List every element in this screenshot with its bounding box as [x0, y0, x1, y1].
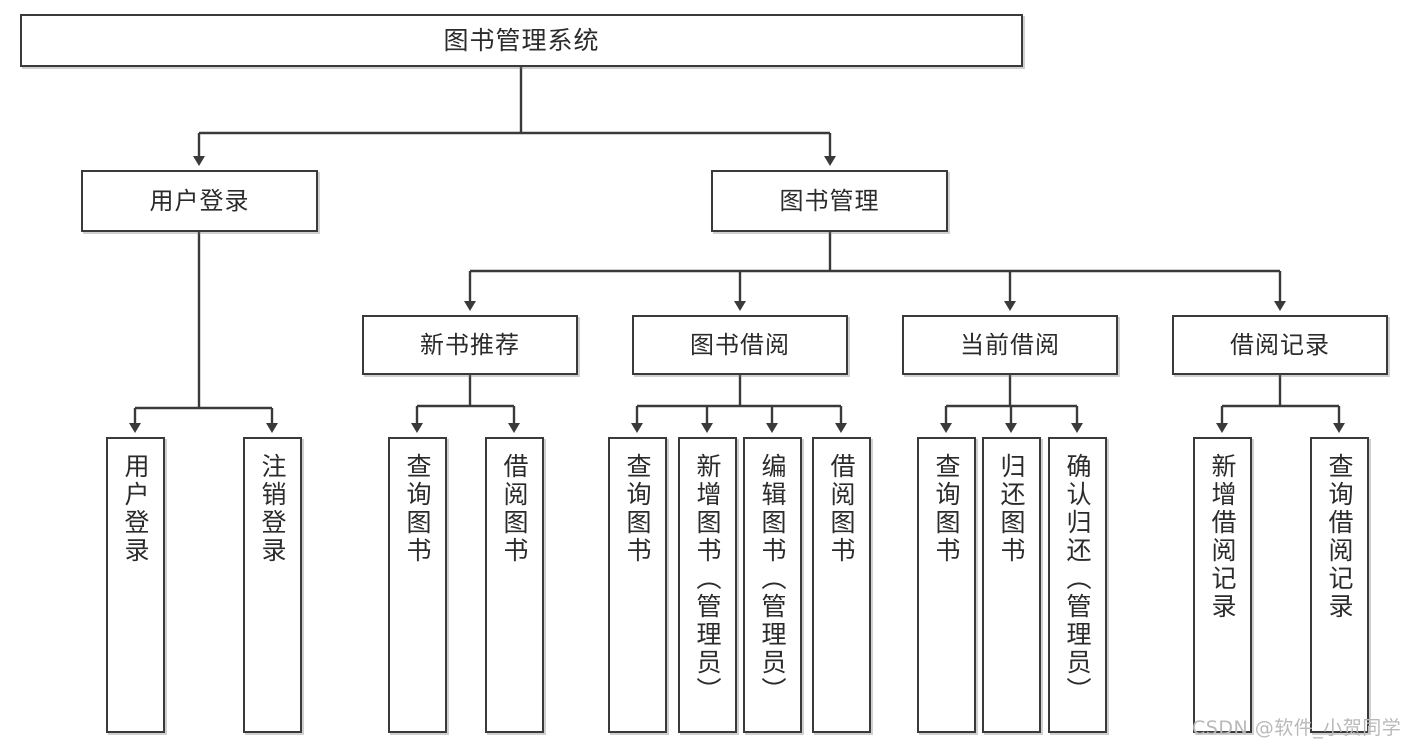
node-leaf-cb-query-book-label: 查询图书: [932, 453, 961, 565]
node-borrow-record[interactable]: 借阅记录: [1172, 315, 1388, 375]
node-leaf-br-add-record[interactable]: 新增借阅记录: [1193, 437, 1252, 733]
node-leaf-user-login-label: 用户登录: [121, 453, 150, 565]
node-leaf-bb-edit-book-label: 编辑图书（管理员）: [758, 453, 787, 705]
node-leaf-rec-query-book-label: 查询图书: [403, 453, 432, 565]
node-leaf-bb-edit-book[interactable]: 编辑图书（管理员）: [743, 437, 802, 733]
node-leaf-cb-query-book[interactable]: 查询图书: [917, 437, 976, 733]
node-user-login[interactable]: 用户登录: [81, 170, 318, 232]
node-leaf-user-login[interactable]: 用户登录: [106, 437, 165, 733]
node-new-book-rec[interactable]: 新书推荐: [362, 315, 578, 375]
node-current-borrow[interactable]: 当前借阅: [902, 315, 1118, 375]
node-leaf-bb-query-book-label: 查询图书: [623, 453, 652, 565]
node-user-login-label: 用户登录: [149, 186, 250, 215]
node-leaf-bb-add-book-label: 新增图书（管理员）: [693, 453, 722, 705]
node-book-borrow[interactable]: 图书借阅: [632, 315, 848, 375]
node-leaf-br-query-record-label: 查询借阅记录: [1325, 453, 1354, 621]
node-borrow-record-label: 借阅记录: [1230, 330, 1330, 359]
csdn-watermark: CSDN @软件_小贺同学: [1192, 717, 1402, 739]
node-book-borrow-label: 图书借阅: [690, 330, 790, 359]
node-leaf-cb-confirm-return-label: 确认归还（管理员）: [1063, 453, 1092, 705]
node-root[interactable]: 图书管理系统: [20, 14, 1023, 67]
node-leaf-br-add-record-label: 新增借阅记录: [1208, 453, 1237, 621]
node-current-borrow-label: 当前借阅: [960, 330, 1060, 359]
node-leaf-rec-query-book[interactable]: 查询图书: [388, 437, 447, 733]
node-leaf-cb-return-book[interactable]: 归还图书: [982, 437, 1041, 733]
node-root-label: 图书管理系统: [443, 25, 600, 55]
node-leaf-user-logout[interactable]: 注销登录: [243, 437, 302, 733]
node-leaf-cb-return-book-label: 归还图书: [997, 453, 1026, 565]
node-leaf-rec-borrow-book-label: 借阅图书: [500, 453, 529, 565]
node-leaf-br-query-record[interactable]: 查询借阅记录: [1310, 437, 1369, 733]
node-new-book-rec-label: 新书推荐: [420, 330, 520, 359]
node-book-manage-label: 图书管理: [779, 186, 880, 215]
node-leaf-bb-add-book[interactable]: 新增图书（管理员）: [678, 437, 737, 733]
node-leaf-bb-query-book[interactable]: 查询图书: [608, 437, 667, 733]
node-book-manage[interactable]: 图书管理: [711, 170, 948, 232]
node-leaf-cb-confirm-return[interactable]: 确认归还（管理员）: [1048, 437, 1107, 733]
node-leaf-bb-borrow-book-label: 借阅图书: [827, 453, 856, 565]
node-leaf-user-logout-label: 注销登录: [258, 453, 287, 565]
node-leaf-bb-borrow-book[interactable]: 借阅图书: [812, 437, 871, 733]
node-leaf-rec-borrow-book[interactable]: 借阅图书: [485, 437, 544, 733]
